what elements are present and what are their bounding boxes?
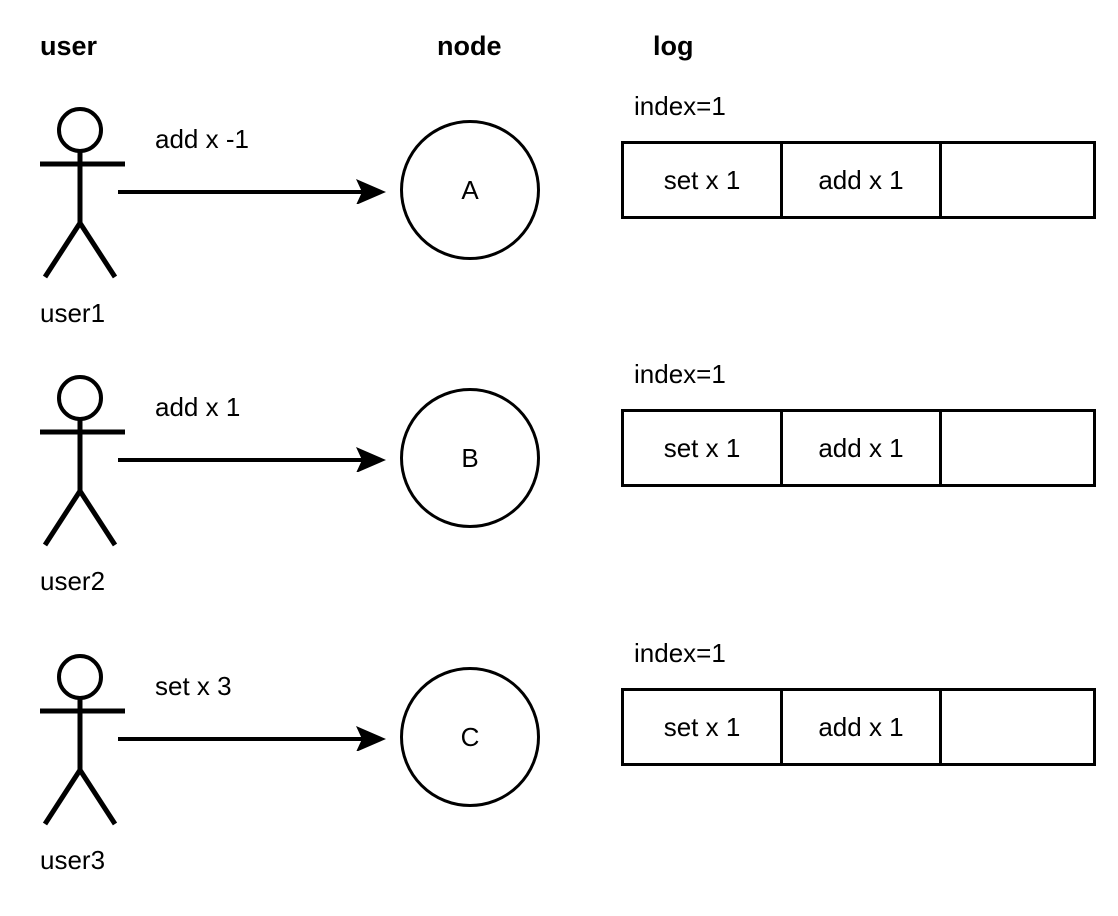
diagram-row: user3 set x 3 C index=1 set x 1 add x 1 [0, 640, 1118, 901]
message-label: add x 1 [155, 392, 241, 422]
column-header-node: node [437, 31, 502, 61]
node-circle: B [400, 388, 540, 528]
log-entry-cell-empty [942, 144, 1099, 216]
diagram-row: user1 add x -1 A index=1 set x 1 add x 1 [0, 93, 1118, 354]
log-table: set x 1 add x 1 [621, 688, 1096, 766]
column-header-user: user [40, 31, 98, 61]
log-index-label: index=1 [634, 638, 726, 668]
log-entry-cell: set x 1 [624, 144, 783, 216]
log-table: set x 1 add x 1 [621, 409, 1096, 487]
actor-label: user2 [40, 566, 106, 596]
message-label: add x -1 [155, 124, 249, 154]
log-entry-cell: add x 1 [783, 691, 942, 763]
log-entry-cell-empty [942, 691, 1099, 763]
stick-figure-icon [0, 372, 190, 612]
diagram-row: user2 add x 1 B index=1 set x 1 add x 1 [0, 361, 1118, 622]
node-label: C [460, 722, 480, 752]
arrow-right-icon [118, 711, 386, 752]
log-entry-cell-empty [942, 412, 1099, 484]
arrow-right-icon [118, 164, 386, 205]
log-index-label: index=1 [634, 91, 726, 121]
actor-label: user1 [40, 298, 106, 328]
node-label: A [461, 175, 479, 205]
column-header-log: log [653, 31, 694, 61]
log-index-label: index=1 [634, 359, 726, 389]
log-entry-cell: set x 1 [624, 412, 783, 484]
stick-figure-icon [0, 104, 190, 344]
message-label: set x 3 [155, 671, 232, 701]
arrow-right-icon [118, 432, 386, 473]
log-table: set x 1 add x 1 [621, 141, 1096, 219]
node-circle: C [400, 667, 540, 807]
actor-label: user3 [40, 845, 106, 875]
log-entry-cell: add x 1 [783, 144, 942, 216]
log-entry-cell: set x 1 [624, 691, 783, 763]
log-entry-cell: add x 1 [783, 412, 942, 484]
node-circle: A [400, 120, 540, 260]
node-label: B [461, 443, 479, 473]
stick-figure-icon [0, 651, 190, 891]
